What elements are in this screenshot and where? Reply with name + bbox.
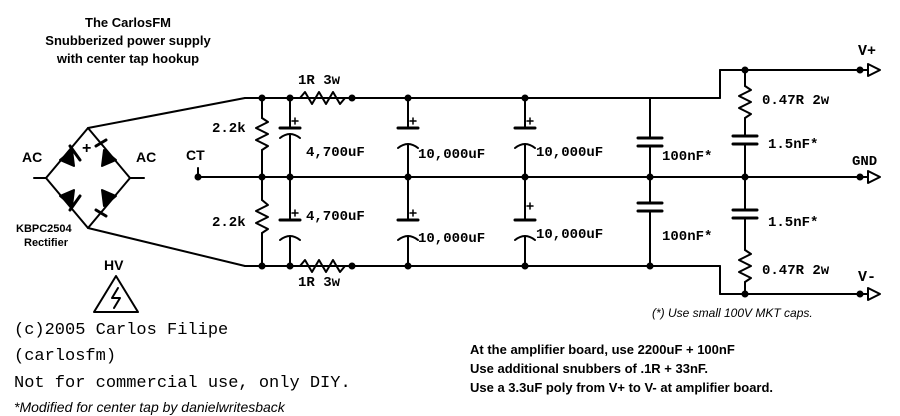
cap-10000-b-bottom-label: 10,000uF xyxy=(536,227,604,243)
polarity-marks xyxy=(291,117,534,217)
bleeder-resistor-top xyxy=(255,97,269,178)
cap-100nf-top-label: 100nF* xyxy=(662,149,713,165)
copyright-text: (c)2005 Carlos Filipe xyxy=(14,321,229,340)
license-text: Not for commercial use, only DIY. xyxy=(14,374,351,393)
title-line-2: Snubberized power supply xyxy=(45,33,211,48)
bridge-part-label: Rectifier xyxy=(24,237,69,249)
vplus-label: V+ xyxy=(858,43,877,60)
gnd-label: GND xyxy=(852,154,878,170)
cap-10000-a-bottom-label: 10,000uF xyxy=(418,231,486,247)
snub-cap-bottom-label: 1.5nF* xyxy=(768,215,819,231)
cap-4700-top xyxy=(278,97,302,178)
cap-4700-bottom-label: 4,700uF xyxy=(306,209,365,225)
junction-dots xyxy=(194,66,864,298)
center-tap-label: CT xyxy=(186,147,205,163)
series-top-label: 1R 3w xyxy=(298,73,341,89)
cap-10000-a-top xyxy=(396,97,420,178)
title-line-3: with center tap hookup xyxy=(56,51,200,66)
bleeder-bottom-label: 2.2k xyxy=(212,215,246,231)
bleeder-top-label: 2.2k xyxy=(212,121,246,137)
cap-10000-b-top-label: 10,000uF xyxy=(536,145,604,161)
series-resistor-top xyxy=(299,91,346,105)
title-line-1: The CarlosFM xyxy=(85,15,171,30)
modification-credit: *Modified for center tap by danielwrites… xyxy=(14,399,285,415)
snub-cap-top-label: 1.5nF* xyxy=(768,137,819,153)
cap-4700-top-label: 4,700uF xyxy=(306,145,365,161)
snub-resistor-top-label: 0.47R 2w xyxy=(762,93,830,109)
ac-right-label: AC xyxy=(136,149,157,165)
cap-4700-bottom xyxy=(278,176,302,267)
cap-100nf-bottom-label: 100nF* xyxy=(662,229,713,245)
cap-10000-a-bottom xyxy=(396,176,420,267)
output-terminals xyxy=(867,63,881,301)
ac-left-label: AC xyxy=(22,149,43,165)
bridge-part-name: KBPC2504 xyxy=(16,223,72,235)
author-handle: (carlosfm) xyxy=(14,347,117,366)
ground-rail xyxy=(197,167,869,178)
high-voltage-warning-icon xyxy=(93,275,139,313)
cap-100nf-top xyxy=(636,97,664,178)
cap-10000-a-top-label: 10,000uF xyxy=(418,147,486,163)
cap-100nf-bottom xyxy=(636,176,664,267)
series-bottom-label: 1R 3w xyxy=(298,275,341,291)
bridge-plus-label: + xyxy=(82,140,92,157)
series-resistor-bottom xyxy=(299,259,346,273)
bleeder-resistor-bottom xyxy=(255,176,269,267)
snubber-bottom xyxy=(731,176,759,295)
footnote: (*) Use small 100V MKT caps. xyxy=(652,306,813,320)
note-line-2: Use additional snubbers of .1R + 33nF. xyxy=(470,361,709,376)
cap-10000-b-top xyxy=(513,97,537,178)
snubber-top xyxy=(731,69,759,178)
cap-10000-b-bottom xyxy=(513,176,537,267)
snub-resistor-bottom-label: 0.47R 2w xyxy=(762,263,830,279)
hv-label: HV xyxy=(104,257,124,273)
vminus-label: V- xyxy=(858,269,877,286)
note-line-1: At the amplifier board, use 2200uF + 100… xyxy=(470,342,735,357)
bridge-rectifier xyxy=(33,127,145,229)
note-line-3: Use a 3.3uF poly from V+ to V- at amplif… xyxy=(470,380,774,395)
